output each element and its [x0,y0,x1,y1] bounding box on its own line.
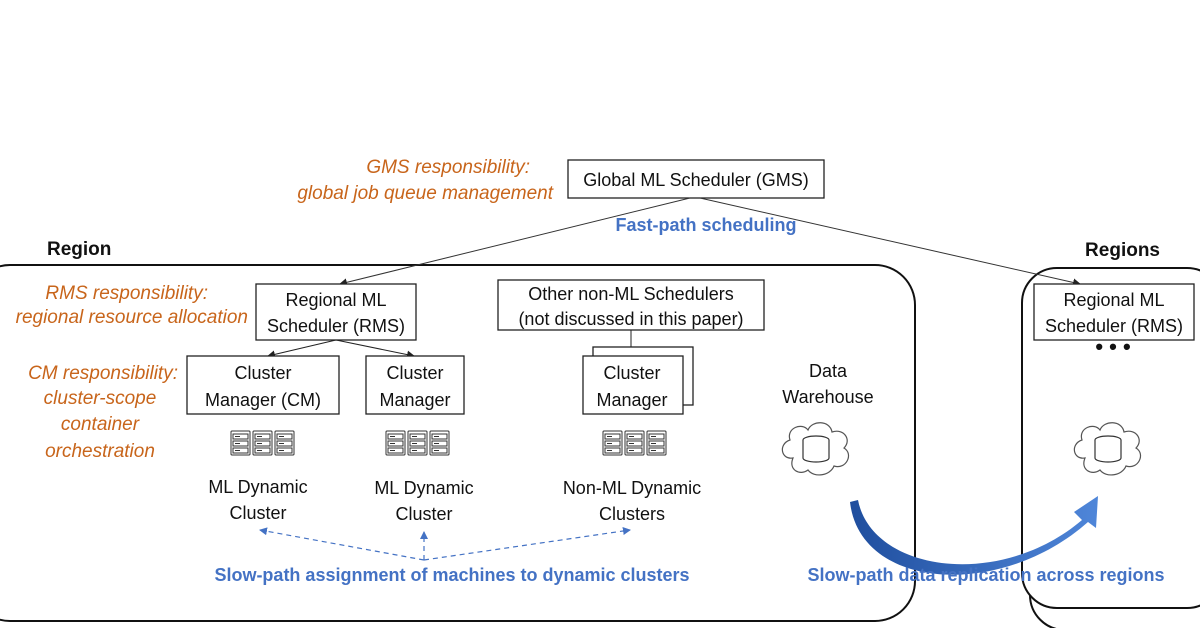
slow-path-replication-label: Slow-path data replication across region… [807,565,1164,585]
cluster-manager-2-box [365,355,465,415]
cm-responsibility-line3: container [61,414,140,435]
other-schedulers-line2: (not discussed in this paper) [518,309,743,329]
data-warehouse-line2: Warehouse [782,387,873,407]
region-label: Region [47,239,111,260]
data-warehouse-icon [781,422,850,476]
cluster-manager-2-line1: Cluster [386,363,443,383]
regions-label: Regions [1085,240,1160,261]
cm-responsibility-line4: orchestration [45,441,155,462]
other-schedulers-line1: Other non-ML Schedulers [528,284,733,304]
rms-box [255,283,417,341]
rms-to-cm2-arrow [335,339,415,359]
gms-box [567,159,825,199]
gms-label: Global ML Scheduler (GMS) [583,170,808,190]
rms-to-cm1-arrow [267,339,337,359]
rms-label-line2: Scheduler (RMS) [267,316,405,336]
remote-rms-line1: Regional ML [1063,290,1164,310]
cluster-manager-3-box [582,355,684,415]
cluster-2-line1: ML Dynamic [374,478,473,498]
ellipsis: • • • [1095,334,1130,359]
cluster-1-line2: Cluster [229,503,286,523]
fast-path-arrow-local [339,197,691,287]
slow-path-assignment-arrows [259,527,631,561]
fast-path-arrow-remote [699,197,1081,287]
cm-responsibility-line2: cluster-scope [44,388,157,409]
cluster-manager-1-line1: Cluster [234,363,291,383]
cluster-manager-3-line1: Cluster [603,363,660,383]
server-icon-cluster-3 [602,430,667,456]
data-warehouse-line1: Data [809,361,848,381]
cluster-manager-1-line2: Manager (CM) [205,390,321,410]
rms-label-line1: Regional ML [285,290,386,310]
server-icon-cluster-2 [385,430,450,456]
remote-rms-box [1033,283,1195,341]
cluster-manager-1-box [186,355,340,415]
rms-responsibility-title: RMS responsibility: [45,283,208,304]
gms-responsibility-detail: global job queue management [297,183,553,204]
cluster-1-line1: ML Dynamic [208,477,307,497]
data-replication-arrow [850,496,1098,575]
cluster-2-line2: Cluster [395,504,452,524]
cluster-manager-2-line2: Manager [379,390,450,410]
server-icon-cluster-1 [230,430,295,456]
gms-responsibility-title: GMS responsibility: [366,157,530,178]
slow-path-assignment-label: Slow-path assignment of machines to dyna… [214,565,689,585]
cluster-manager-3-line2: Manager [596,390,667,410]
cm-responsibility-title: CM responsibility: [28,363,178,384]
other-schedulers-box [497,279,765,331]
remote-data-warehouse-icon [1073,422,1142,476]
remote-rms-line2: Scheduler (RMS) [1045,316,1183,336]
cluster-3-line2: Clusters [599,504,665,524]
region-boundary [0,264,916,622]
fast-path-label: Fast-path scheduling [615,215,796,235]
rms-responsibility-detail: regional resource allocation [16,307,248,328]
cluster-3-line1: Non-ML Dynamic [563,478,701,498]
